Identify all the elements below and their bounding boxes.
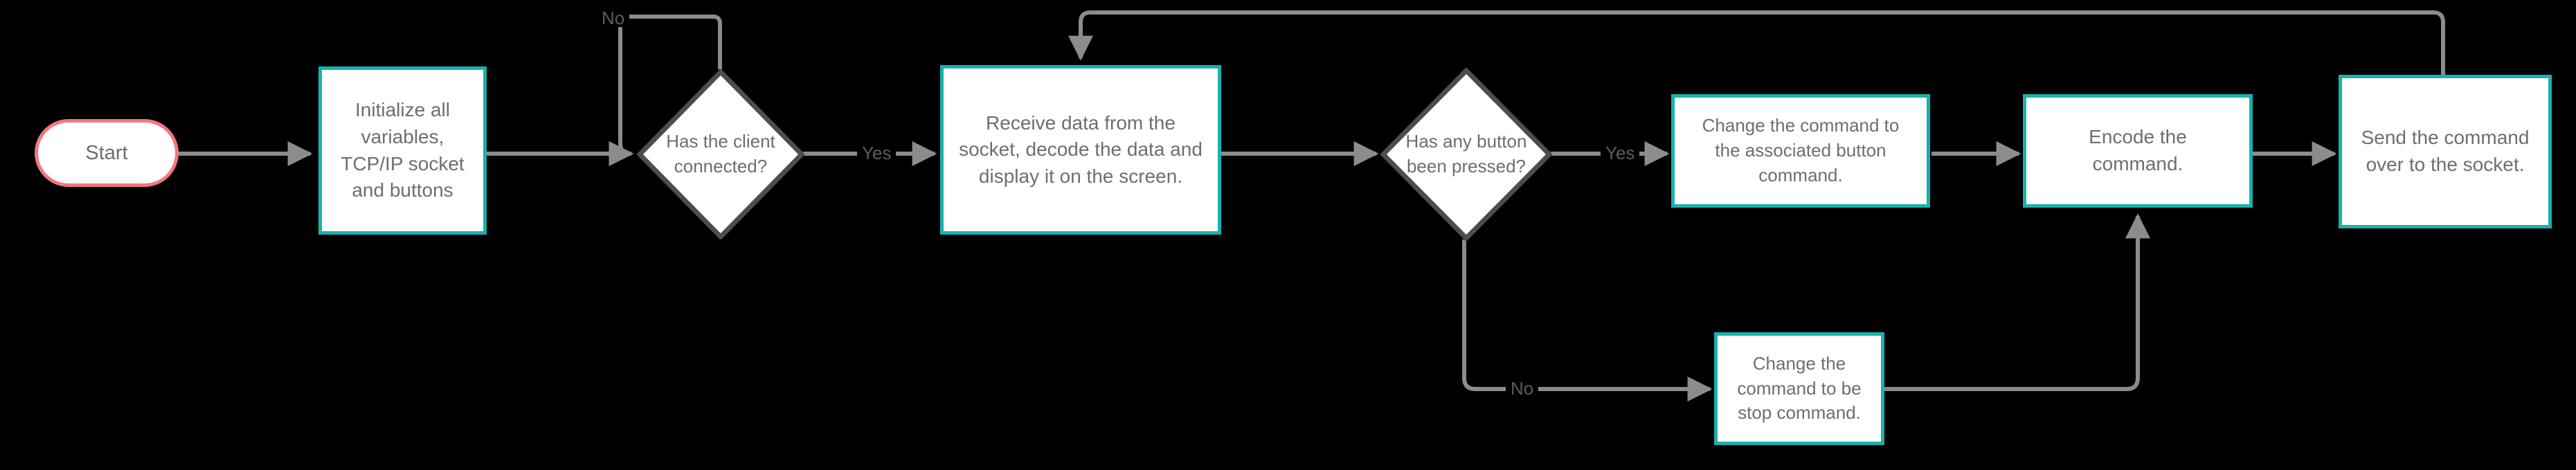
edge-stop-to-encode	[1884, 213, 2150, 391]
node-stop-command[interactable]: Change the command to be stop command.	[1714, 332, 1884, 445]
edge-label-button-no: No	[1506, 379, 1539, 397]
node-initialize[interactable]: Initialize all variables, TCP/IP socket …	[318, 66, 487, 235]
button-pressed-diamond-shape	[1380, 68, 1552, 241]
node-change-button-command-label: Change the command to the associated but…	[1702, 115, 1900, 186]
edge-label-button-yes: Yes	[1601, 144, 1640, 162]
edge-send-to-receive-loop	[1068, 10, 2445, 75]
node-start-label: Start	[85, 141, 128, 164]
edge-label-client-yes: Yes	[857, 144, 897, 162]
node-receive-data[interactable]: Receive data from the socket, decode the…	[940, 65, 1221, 235]
node-button-pressed-decision[interactable]: Has any button been pressed?	[1380, 68, 1552, 241]
client-connected-diamond-shape	[637, 69, 804, 239]
node-send-command[interactable]: Send the command over to the socket.	[2339, 75, 2552, 228]
node-send-command-label: Send the command over to the socket.	[2361, 127, 2530, 175]
node-encode-command[interactable]: Encode the command.	[2023, 94, 2253, 208]
node-stop-command-label: Change the command to be stop command.	[1737, 352, 1862, 424]
edge-label-client-no: No	[597, 9, 630, 27]
node-start[interactable]: Start	[35, 119, 179, 187]
node-change-button-command[interactable]: Change the command to the associated but…	[1671, 94, 1930, 208]
node-client-connected-decision[interactable]: Has the client connected?	[637, 69, 804, 239]
edge-button-decision-no-to-stop	[1462, 239, 1713, 401]
node-encode-command-label: Encode the command.	[2089, 126, 2187, 174]
node-receive-data-label: Receive data from the socket, decode the…	[959, 111, 1203, 187]
node-initialize-label: Initialize all variables, TCP/IP socket …	[341, 99, 465, 201]
